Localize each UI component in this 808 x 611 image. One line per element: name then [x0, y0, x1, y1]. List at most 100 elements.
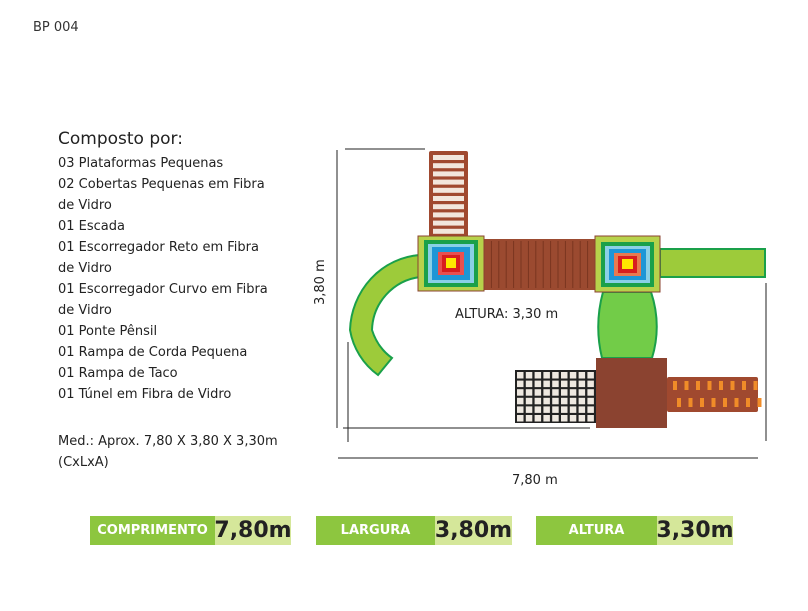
- net-cell: [517, 389, 524, 396]
- ramp-peg: [711, 398, 716, 407]
- net-cell: [525, 380, 533, 388]
- ramp-peg: [742, 381, 746, 390]
- ladder-rung: [433, 220, 464, 226]
- ramp-peg: [696, 381, 700, 390]
- net-cell: [534, 397, 542, 405]
- net-cell: [525, 406, 533, 413]
- ladder-rung: [433, 171, 464, 177]
- height-bar-value: 3,30m: [656, 516, 734, 545]
- net-cell: [534, 389, 542, 396]
- net-cell: [561, 380, 568, 388]
- ladder-rung: [433, 155, 464, 160]
- net-cell: [543, 372, 550, 379]
- net-cell: [534, 415, 542, 422]
- ramp-peg: [700, 398, 704, 407]
- rope-net: [515, 370, 596, 423]
- height-bar-label: ALTURA: [536, 516, 657, 545]
- net-cell: [552, 415, 559, 422]
- net-cell: [552, 389, 559, 396]
- ramp-peg: [707, 381, 712, 390]
- net-cell: [587, 397, 594, 405]
- list-item: 03 Plataformas Pequenas: [58, 156, 224, 171]
- net-cell: [534, 372, 542, 379]
- list-item: 01 Ponte Pênsil: [58, 324, 158, 339]
- net-cell: [569, 415, 577, 422]
- net-cell: [517, 372, 524, 379]
- net-cell: [587, 389, 594, 396]
- suspension-bridge: [484, 239, 595, 290]
- net-cell: [587, 372, 594, 379]
- net-cell: [569, 406, 577, 413]
- ramp-peg: [719, 381, 723, 390]
- list-item: 01 Rampa de Corda Pequena: [58, 345, 248, 360]
- net-cell: [517, 406, 524, 413]
- net-cell: [561, 389, 568, 396]
- net-cell: [561, 415, 568, 422]
- height-label: ALTURA: 3,30 m: [455, 307, 558, 322]
- net-cell: [517, 397, 524, 405]
- net-cell: [552, 380, 559, 388]
- ladder-rung: [433, 212, 464, 218]
- ramp-peg: [730, 381, 735, 390]
- composition-title: Composto por:: [58, 129, 183, 149]
- net-cell: [525, 372, 533, 379]
- ramp-peg: [677, 398, 681, 407]
- net-cell: [552, 397, 559, 405]
- net-cell: [578, 406, 586, 413]
- straight-slide: [659, 248, 766, 278]
- width-bar: LARGURA 3,80m: [316, 516, 512, 545]
- tunnel: [597, 291, 658, 359]
- net-cell: [552, 372, 559, 379]
- ramp-peg: [688, 398, 693, 407]
- ramp-peg: [746, 398, 750, 407]
- list-item: 01 Escorregador Reto em Fibra de Vidro: [58, 240, 259, 276]
- length-bar-value: 7,80m: [214, 516, 292, 545]
- ladder-rung: [433, 187, 464, 193]
- net-cell: [578, 389, 586, 396]
- net-cell: [543, 415, 550, 422]
- width-bar-value: 3,80m: [434, 516, 513, 545]
- net-cell: [534, 380, 542, 388]
- platform-roof-1: [417, 235, 485, 292]
- list-item: 01 Túnel em Fibra de Vidro: [58, 387, 232, 402]
- net-cell: [543, 397, 550, 405]
- composition-list: 03 Plataformas Pequenas 02 Cobertas Pequ…: [58, 153, 278, 405]
- list-item: 02 Cobertas Pequenas em Fibra de Vidro: [58, 177, 265, 213]
- ramp-peg: [723, 398, 727, 407]
- height-bar: ALTURA 3,30m: [536, 516, 734, 545]
- net-cell: [578, 372, 586, 379]
- platform-roof-2: [594, 235, 661, 293]
- length-bar: COMPRIMENTO 7,80m: [90, 516, 292, 545]
- net-cell: [543, 380, 550, 388]
- wood-ramp: [667, 377, 762, 412]
- net-cell: [534, 406, 542, 413]
- net-cell: [517, 380, 524, 388]
- net-cell: [587, 415, 594, 422]
- net-cell: [587, 406, 594, 413]
- net-cell: [525, 397, 533, 405]
- width-bar-label: LARGURA: [316, 516, 435, 545]
- dimension-lines: [336, 148, 767, 459]
- tower-platform: [596, 358, 667, 428]
- ramp-peg: [684, 381, 689, 390]
- ladder: [429, 151, 468, 238]
- net-cell: [543, 389, 550, 396]
- ramp-peg: [753, 381, 758, 390]
- net-cell: [569, 380, 577, 388]
- net-cell: [525, 389, 533, 396]
- length-label: 7,80 m: [512, 473, 558, 488]
- length-bar-label: COMPRIMENTO: [90, 516, 215, 545]
- list-item: 01 Rampa de Taco: [58, 366, 178, 381]
- net-cell: [569, 389, 577, 396]
- net-cell: [517, 415, 524, 422]
- net-cell: [561, 406, 568, 413]
- net-cell: [587, 380, 594, 388]
- width-label: 3,80 m: [313, 259, 328, 305]
- measures-text: Med.: Aprox. 7,80 X 3,80 X 3,30m (CxLxA): [58, 434, 278, 470]
- ramp-peg: [757, 398, 762, 407]
- ladder-rung: [433, 196, 464, 201]
- ladder-rung: [433, 228, 464, 234]
- net-cell: [552, 406, 559, 413]
- curved-slide: [348, 253, 421, 377]
